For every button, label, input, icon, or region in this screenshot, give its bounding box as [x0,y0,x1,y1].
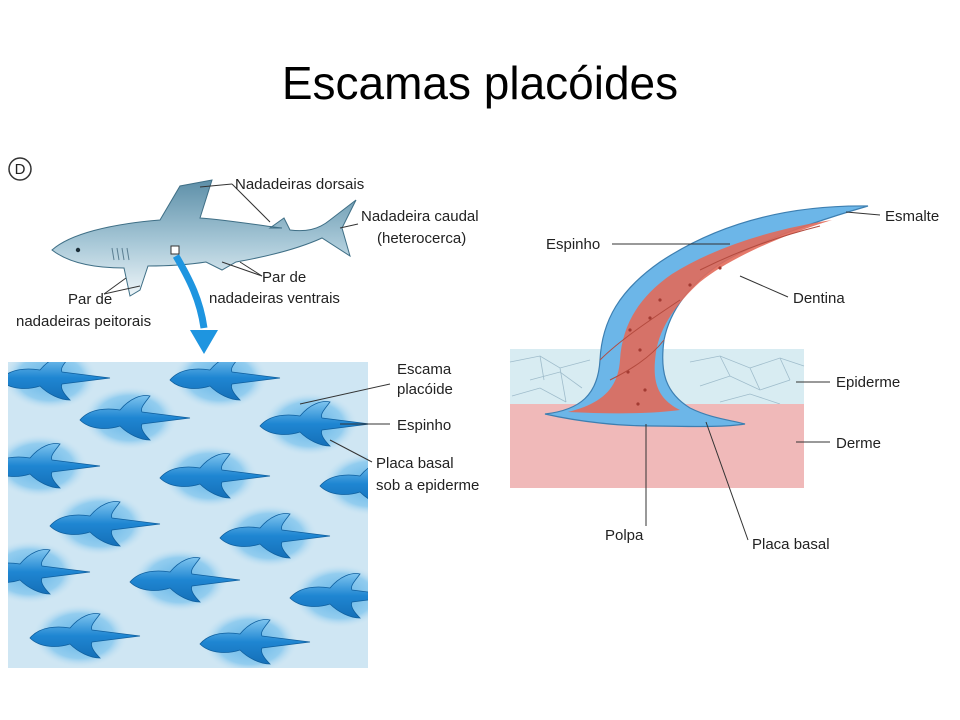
label-placa-basal-section: Placa basal [752,536,830,553]
label-sob-a-epiderme: sob a epiderme [376,477,479,494]
slide-title: Escamas placóides [281,57,679,109]
section-leader-lines [612,211,881,541]
skin-leader-lines [299,383,391,463]
skin-surface-panel [8,362,368,668]
cross-section-panel [509,205,869,488]
panel-letter: D [15,161,26,178]
label-dentina: Dentina [793,290,845,307]
label-espinho-section: Espinho [546,236,600,253]
label-escama: Escama [397,361,452,378]
label-placa-basal-skin: Placa basal [376,455,454,472]
panel-letter-badge: D [8,157,32,181]
label-espinho-skin: Espinho [397,417,451,434]
label-heterocerca: (heterocerca) [377,230,466,247]
zoom-arrow [172,254,218,354]
label-ventral-fins: nadadeiras ventrais [209,290,340,307]
label-epiderme: Epiderme [836,374,900,391]
shark-illustration [51,179,357,297]
label-pectoral-fins: nadadeiras peitorais [16,313,151,330]
label-esmalte: Esmalte [885,208,939,225]
label-nadadeiras-dorsais: Nadadeiras dorsais [235,176,364,193]
label-derme: Derme [836,435,881,452]
label-ventral-pair: Par de [262,269,306,286]
label-placoide: placóide [397,381,453,398]
shark-leader-lines [103,183,359,295]
label-nadadeira-caudal: Nadadeira caudal [361,208,479,225]
label-polpa: Polpa [605,527,644,544]
label-pectoral-pair: Par de [68,291,112,308]
